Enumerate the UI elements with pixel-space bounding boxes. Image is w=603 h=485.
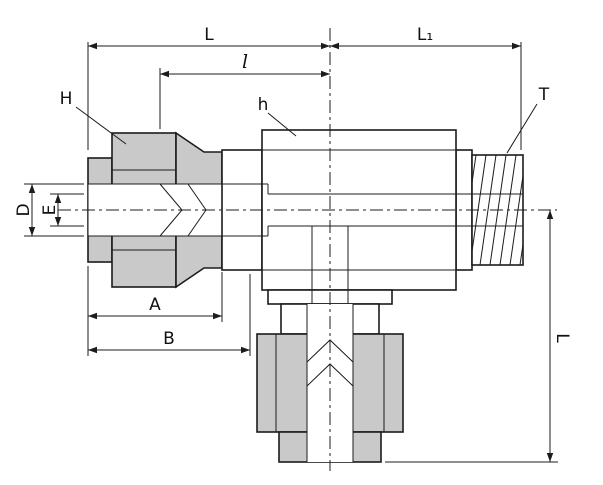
dim-label-body-length: B — [163, 329, 175, 349]
label-nut-hex: H — [60, 89, 73, 109]
dimensions — [24, 42, 558, 463]
dim-label-overall-length-right: L₁ — [417, 25, 433, 45]
through-bore — [222, 183, 523, 237]
drawing-root: L L₁ l H h T D E A B L — [14, 25, 572, 471]
leader-H — [75, 106, 127, 145]
centerlines — [58, 28, 557, 471]
leader-h — [267, 112, 297, 137]
dim-label-bore-diameter: E — [40, 205, 60, 216]
label-body-hex: h — [258, 95, 269, 115]
labels: L L₁ l H h T D E A B L — [14, 25, 572, 349]
dim-label-overall-length-left: L — [204, 25, 214, 45]
leader-T — [506, 103, 538, 154]
dim-label-tube-diameter: D — [14, 203, 34, 216]
dim-label-intermediate-length: l — [242, 51, 248, 73]
label-thread: T — [538, 85, 550, 105]
dim-label-nut-length: A — [149, 295, 161, 315]
dim-label-branch-length: L — [552, 333, 572, 343]
